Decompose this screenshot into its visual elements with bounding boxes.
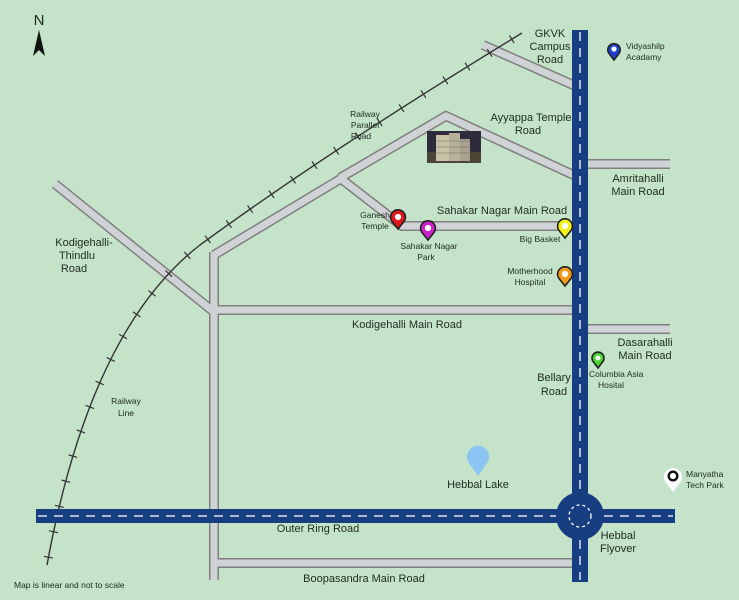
hebbal-flyover-label-2: Flyover: [600, 543, 636, 555]
motherhood-label-1: Motherhood: [507, 266, 553, 276]
vidyashilp-label-2: Acadamy: [626, 52, 662, 62]
outer-ring-road-label: Outer Ring Road: [277, 523, 360, 535]
railway-tie: [68, 454, 78, 459]
kodigehalli-thindlu-label-3: Road: [61, 263, 87, 275]
road-labels: GKVK Campus Road Railway Parallel Road A…: [55, 28, 672, 585]
ayyappa-label-2: Road: [515, 125, 541, 137]
manyatha-label-2: Tech Park: [686, 480, 725, 490]
railway-tie: [311, 161, 318, 170]
railway-tie: [508, 35, 515, 44]
railway-line-label-2: Line: [118, 408, 134, 418]
columbia-label-2: Hosital: [598, 380, 624, 390]
railway-tie: [61, 479, 71, 483]
dasarahalli-label-1: Dasarahalli: [617, 337, 672, 349]
hebbal-flyover-junction: [556, 492, 604, 540]
hebbal-flyover-label-1: Hebbal: [601, 530, 636, 542]
railway-tie: [225, 220, 232, 229]
railway-tie: [354, 132, 361, 141]
railway-tie: [106, 356, 115, 362]
amritahalli-label-2: Main Road: [611, 186, 664, 198]
railway-tie: [95, 380, 105, 386]
railway-tie: [398, 104, 405, 113]
amritahalli-label-1: Amritahalli: [612, 173, 663, 185]
ayyappa-label-1: Ayyappa Temple: [491, 112, 572, 124]
landmark-labels: Vidyashilp Acadamy Ganesh Temple Sahakar…: [360, 41, 724, 491]
railway-tie: [132, 311, 141, 318]
railway-tie: [464, 62, 471, 71]
railway-tie: [49, 530, 59, 534]
railway-tie: [54, 504, 64, 508]
bellary-label-2: Road: [541, 386, 567, 398]
scale-disclaimer: Map is linear and not to scale: [14, 580, 125, 590]
boopasandra-label: Boopasandra Main Road: [303, 573, 425, 585]
big-basket-label: Big Basket: [520, 234, 561, 244]
railway-tie: [85, 404, 95, 410]
railway-parallel-label-3: Road: [351, 131, 372, 141]
railway-tie: [118, 333, 128, 340]
vidyashilp-label-1: Vidyashilp: [626, 41, 665, 51]
sahakar-nagar-park-label-2: Park: [417, 252, 435, 262]
railway-tie: [76, 429, 86, 434]
hebbal-lake-label: Hebbal Lake: [447, 479, 509, 491]
outer-ring-road: [36, 509, 675, 523]
highways: [36, 30, 675, 582]
railway-tie: [442, 76, 449, 85]
sahakar-nagar-park-label-1: Sahakar Nagar: [400, 241, 457, 251]
railway-tie: [247, 205, 254, 214]
gkvk-label-2: Campus: [530, 41, 571, 53]
columbia-label-1: Columbia Asia: [589, 369, 644, 379]
kodigehalli-main-label: Kodigehalli Main Road: [352, 319, 462, 331]
gkvk-label-1: GKVK: [535, 28, 566, 40]
gkvk-label-3: Road: [537, 54, 563, 66]
railway-tie: [289, 175, 296, 184]
kodigehalli-thindlu-label-2: Thindlu: [59, 250, 95, 262]
railway-tie: [486, 48, 493, 58]
motherhood-label-2: Hospital: [515, 277, 546, 287]
project-building-image: [427, 131, 481, 163]
kodigehalli-thindlu-label-1: Kodigehalli-: [55, 237, 113, 249]
railway-parallel-label-1: Railway: [350, 109, 381, 119]
ganesh-temple-label-1: Ganesh: [360, 210, 390, 220]
minor-roads: [51, 40, 670, 580]
sahakar-nagar-road-label: Sahakar Nagar Main Road: [437, 205, 567, 217]
railway-tie: [43, 555, 53, 559]
railway-tie: [420, 90, 427, 99]
bellary-label-1: Bellary: [537, 372, 571, 384]
railway-tie: [165, 270, 173, 278]
railway-tie: [333, 146, 340, 155]
railway-tie: [147, 290, 156, 297]
railway-line-label-1: Railway: [111, 396, 142, 406]
vidyashilp-pin-icon: [607, 42, 621, 62]
hebbal-lake-pin-icon: [467, 445, 489, 476]
railway-tie: [268, 190, 275, 199]
dasarahalli-label-2: Main Road: [618, 350, 671, 362]
railway-line: [43, 32, 523, 566]
railway-tie: [376, 118, 383, 127]
ganesh-temple-label-2: Temple: [361, 221, 389, 231]
manyatha-label-1: Manyatha: [686, 469, 724, 479]
north-label: N: [34, 12, 45, 29]
north-arrow-icon: [33, 30, 45, 56]
railway-parallel-label-2: Parallel: [351, 120, 379, 130]
north-arrow: N: [33, 12, 45, 56]
railway-tie: [183, 251, 191, 260]
railway-tie: [204, 235, 211, 244]
